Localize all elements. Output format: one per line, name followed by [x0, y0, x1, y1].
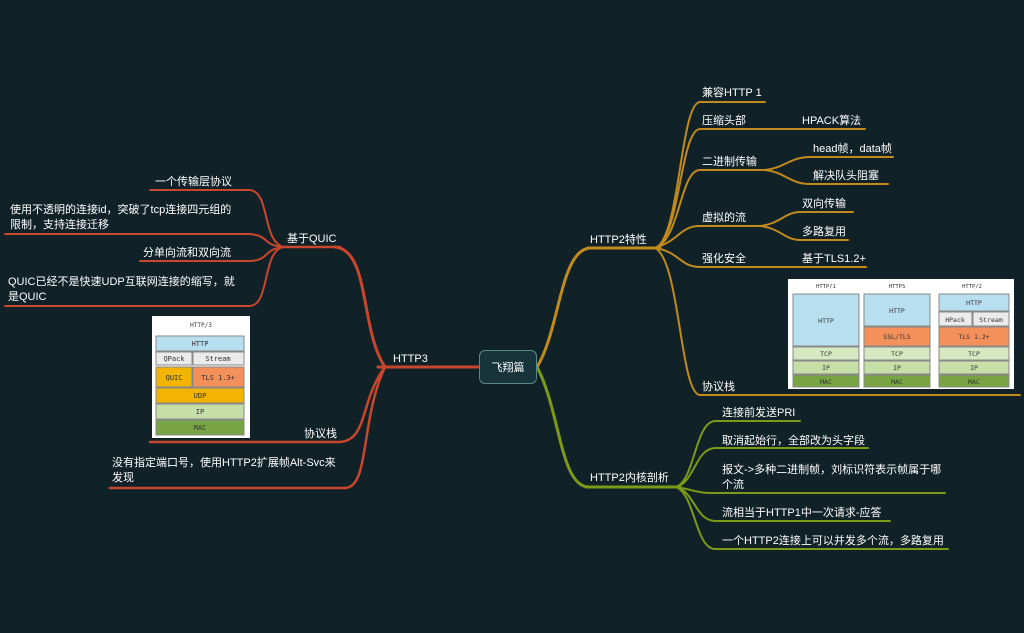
- http3-stack-title: HTTP/3: [190, 322, 212, 329]
- http3-layer-stream: Stream: [205, 355, 230, 363]
- link-root-http2internals: [535, 365, 590, 489]
- link-root-http2features: [535, 246, 592, 369]
- node-security[interactable]: 强化安全: [702, 253, 746, 265]
- https-stack-title: HTTPS: [889, 284, 906, 290]
- node-quic-item-1[interactable]: 一个传输层协议: [155, 176, 232, 188]
- https-layer-mac: MAC: [891, 378, 903, 386]
- http2-layer-http: HTTP: [966, 299, 982, 307]
- link-http3-stack: [148, 365, 387, 444]
- node-http2-internals[interactable]: HTTP2内核剖析: [590, 472, 669, 484]
- node-quic[interactable]: 基于QUIC: [287, 233, 337, 245]
- http1-layer-mac: MAC: [820, 378, 832, 386]
- https-layer-http: HTTP: [889, 307, 905, 315]
- link-http3-quic: [333, 245, 387, 369]
- http2-stack-title: HTTP/2: [962, 284, 982, 290]
- node-quic-item-4[interactable]: QUIC已经不是快速UDP互联网连接的缩写，就是QUIC: [8, 276, 235, 303]
- node-http2-features[interactable]: HTTP2特性: [590, 234, 647, 246]
- http1-layer-http: HTTP: [818, 317, 834, 325]
- link-http3-altsvc: [108, 365, 387, 490]
- https-layer-tcp: TCP: [891, 350, 903, 358]
- node-http2-stack[interactable]: 协议栈: [702, 381, 735, 393]
- https-layer-ip: IP: [893, 364, 901, 372]
- node-quic-item-2[interactable]: 使用不透明的连接id，突破了tcp连接四元组的限制，支持连接迁移: [10, 204, 232, 231]
- node-binary-frames[interactable]: head帧，data帧: [813, 143, 892, 155]
- http3-layer-mac: MAC: [194, 424, 207, 432]
- node-http3[interactable]: HTTP3: [393, 353, 428, 365]
- node-multiplex[interactable]: 多路复用: [802, 226, 846, 238]
- https-layer-tls: SSL/TLS: [883, 333, 910, 341]
- node-virtual-stream[interactable]: 虚拟的流: [702, 212, 746, 224]
- node-quic-item-3[interactable]: 分单向流和双向流: [143, 247, 231, 259]
- node-internals-item-3[interactable]: 报文->多种二进制帧，刘标识符表示帧属于哪个流: [722, 464, 942, 491]
- http3-layer-quic: QUIC: [166, 374, 183, 382]
- root-node[interactable]: 飞翔篇: [479, 350, 537, 384]
- http1-layer-tcp: TCP: [820, 350, 832, 358]
- http1-stack-title: HTTP/1: [816, 284, 836, 290]
- node-binary-hol[interactable]: 解决队头阻塞: [813, 170, 879, 182]
- http2-layer-stream: Stream: [979, 316, 1003, 324]
- http2-layer-hpack: HPack: [945, 316, 965, 324]
- http3-layer-http: HTTP: [192, 340, 209, 348]
- node-header-compress[interactable]: 压缩头部: [702, 115, 746, 127]
- http2-stack-image: HTTP/1 HTTP TCP IP MAC HTTPS HTTP SSL/TL…: [788, 279, 1014, 389]
- root-label: 飞翔篇: [491, 362, 525, 374]
- http2-layer-mac: MAC: [968, 378, 980, 386]
- http2-layer-tls: TLS 1.2+: [958, 333, 989, 341]
- node-http3-stack[interactable]: 协议栈: [304, 428, 337, 440]
- node-internals-item-4[interactable]: 流相当于HTTP1中一次请求-应答: [722, 507, 882, 519]
- http2-layer-ip: IP: [970, 364, 978, 372]
- http3-layer-ip: IP: [196, 408, 204, 416]
- http1-layer-ip: IP: [822, 364, 830, 372]
- node-hpack[interactable]: HPACK算法: [802, 115, 862, 127]
- node-bidirectional[interactable]: 双向传输: [802, 198, 846, 210]
- http3-layer-udp: UDP: [194, 392, 207, 400]
- http3-layer-qpack: QPack: [163, 355, 185, 363]
- node-internals-item-5[interactable]: 一个HTTP2连接上可以并发多个流，多路复用: [722, 535, 944, 547]
- node-compat-http1[interactable]: 兼容HTTP 1: [702, 87, 762, 99]
- node-altsvc[interactable]: 没有指定端口号，使用HTTP2扩展帧Alt-Svc来发现: [112, 457, 336, 484]
- node-tls12[interactable]: 基于TLS1.2+: [802, 253, 866, 265]
- node-internals-item-2[interactable]: 取消起始行，全部改为头字段: [722, 435, 865, 447]
- http2-layer-tcp: TCP: [968, 350, 980, 358]
- node-binary[interactable]: 二进制传输: [702, 156, 757, 168]
- http3-stack-image: HTTP/3 HTTP QPack Stream QUIC TLS 1.3+ U…: [152, 316, 250, 438]
- node-internals-item-1[interactable]: 连接前发送PRI: [722, 407, 796, 419]
- http3-layer-tls: TLS 1.3+: [201, 374, 235, 382]
